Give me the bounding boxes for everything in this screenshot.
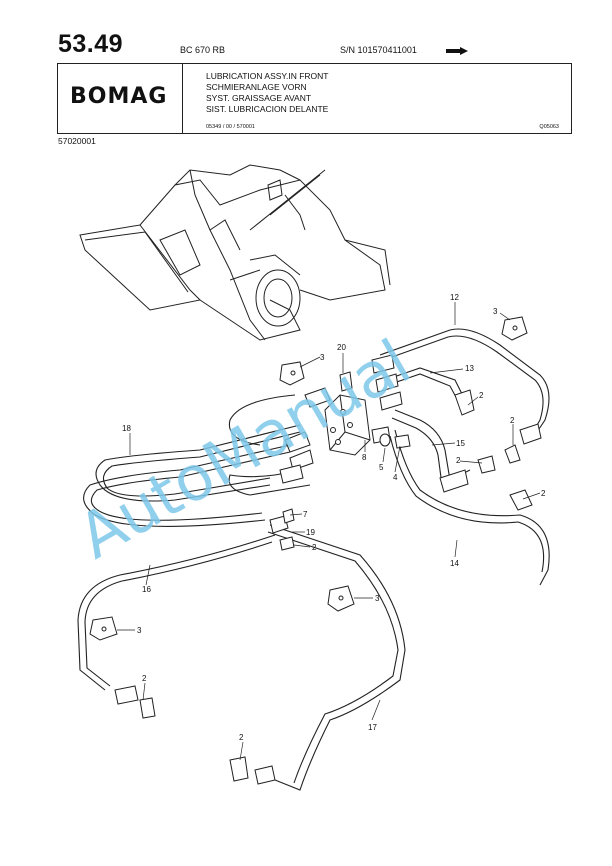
callout-12: 12 [450, 293, 459, 302]
title-box: BOMAG LUBRICATION ASSY.IN FRONT SCHMIERA… [57, 63, 572, 134]
document-number: 57020001 [58, 136, 96, 146]
watermark-text: AutoManual [66, 325, 422, 573]
callout-3: 3 [320, 353, 325, 362]
callout-2: 2 [479, 391, 484, 400]
callout-5: 5 [379, 463, 384, 472]
title-line-fr: SYST. GRAISSAGE AVANT [206, 93, 312, 103]
distributor-block [269, 354, 411, 551]
callout-labels: 12 3 20 3 13 2 2 18 8 15 2 5 4 2 7 19 2 … [122, 293, 546, 742]
drawing-code: 05349 / 00 / 570001 [206, 124, 255, 130]
callout-2: 2 [142, 674, 147, 683]
callout-13: 13 [465, 364, 474, 373]
callout-4: 4 [393, 473, 398, 482]
bomag-logo: BOMAG [70, 84, 168, 109]
callout-18: 18 [122, 424, 131, 433]
callout-2: 2 [312, 543, 317, 552]
machine-frame [79, 164, 391, 341]
title-line-es: SIST. LUBRICACION DELANTE [206, 104, 329, 114]
hose-lines [77, 328, 550, 791]
callout-17: 17 [368, 723, 377, 732]
callout-19: 19 [306, 528, 315, 537]
figure-code: Q05063 [539, 124, 559, 130]
fittings [89, 316, 542, 785]
callout-8: 8 [362, 453, 367, 462]
callout-14: 14 [450, 559, 459, 568]
serial-number: S/N 101570411001 [340, 45, 417, 55]
title-line-en: LUBRICATION ASSY.IN FRONT [206, 71, 329, 81]
page-number: 53.49 [58, 30, 124, 58]
model-label: BC 670 RB [180, 45, 226, 55]
leader-lines [117, 302, 541, 761]
logo-cell: BOMAG [58, 64, 183, 133]
arrow-right-icon [446, 47, 468, 55]
callout-3: 3 [137, 626, 142, 635]
title-line-de: SCHMIERANLAGE VORN [206, 82, 307, 92]
callout-3: 3 [375, 594, 380, 603]
callout-20: 20 [337, 343, 346, 352]
callout-2: 2 [239, 733, 244, 742]
callout-15: 15 [456, 439, 465, 448]
callout-2: 2 [510, 416, 515, 425]
callout-2: 2 [456, 456, 461, 465]
callout-3: 3 [493, 307, 498, 316]
callout-2: 2 [541, 489, 546, 498]
callout-7: 7 [303, 510, 308, 519]
callout-16: 16 [142, 585, 151, 594]
